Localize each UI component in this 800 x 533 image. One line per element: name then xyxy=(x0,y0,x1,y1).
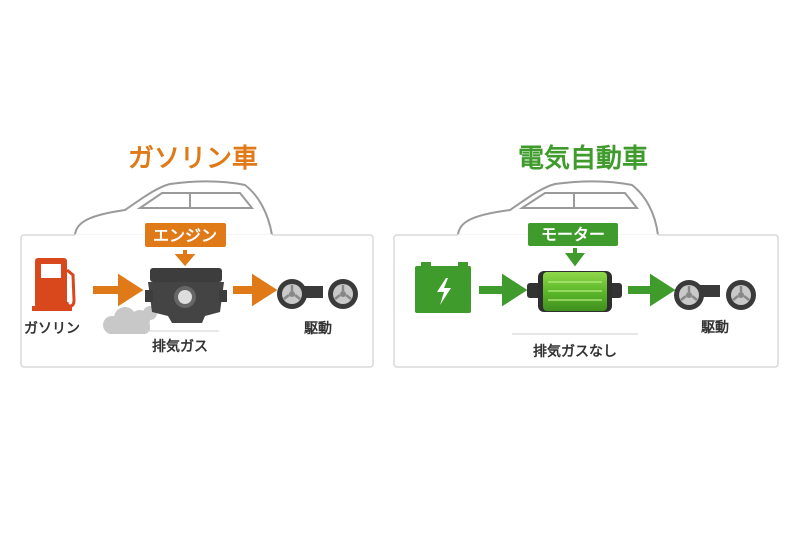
car-window-icon xyxy=(136,192,255,209)
exhaust-label: 排気ガス xyxy=(152,338,208,355)
wheels-icon xyxy=(672,278,758,312)
motor-label-box xyxy=(528,223,618,246)
arrow-right-icon xyxy=(93,273,144,307)
gasoline-label: ガソリン xyxy=(24,321,80,337)
wheels-icon xyxy=(275,277,360,311)
engine-label-box xyxy=(145,223,226,247)
electric-panel: 電気自動車 モーター 駆動 排気ガスなし xyxy=(393,143,779,368)
drive-label: 駆動 xyxy=(701,319,729,336)
motor-icon xyxy=(527,271,622,312)
arrow-right-icon xyxy=(233,273,278,307)
arrow-right-icon xyxy=(479,273,528,307)
drive-label: 駆動 xyxy=(304,320,332,337)
car-outline xyxy=(74,180,273,236)
engine-icon xyxy=(145,268,227,323)
electric-title: 電気自動車 xyxy=(518,143,648,174)
battery-icon xyxy=(415,262,471,313)
lightning-icon xyxy=(437,278,451,305)
fuel-pump-icon xyxy=(32,258,76,311)
gasoline-panel: ガソリン車 エンジン ガソリン 排気ガス xyxy=(20,144,374,368)
car-outline xyxy=(457,180,659,236)
engine-label: エンジン xyxy=(153,226,217,245)
cloud-icon xyxy=(103,306,157,334)
car-window-icon xyxy=(518,192,640,209)
motor-label: モーター xyxy=(541,225,605,244)
down-arrow-icon xyxy=(565,248,585,267)
arrow-right-icon xyxy=(628,273,676,307)
no-exhaust-label: 排気ガスなし xyxy=(533,343,617,360)
down-arrow-icon xyxy=(174,250,196,267)
gasoline-title: ガソリン車 xyxy=(128,144,258,174)
